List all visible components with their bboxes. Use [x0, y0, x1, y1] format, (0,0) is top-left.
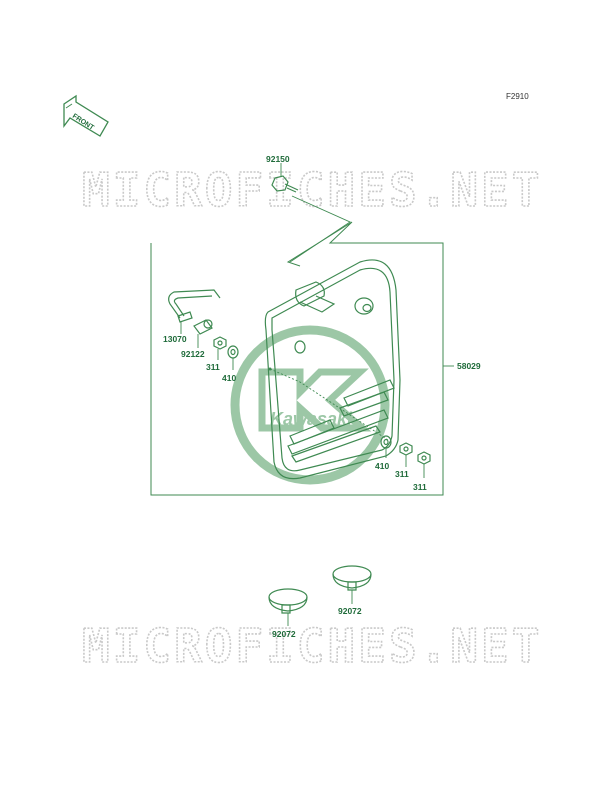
bolt-92150	[271, 175, 299, 193]
washer-410-left	[227, 345, 239, 359]
bolt-leader-zigzag	[289, 195, 351, 263]
nut-311-left	[213, 336, 227, 350]
callout-311-right-1: 311	[395, 469, 409, 479]
callout-311-right-2: 311	[413, 482, 427, 492]
band-92072-upper	[332, 565, 372, 591]
callout-92122: 92122	[181, 349, 205, 359]
nut-311-right-2	[417, 451, 431, 465]
collar-92122	[193, 319, 213, 335]
callout-13070: 13070	[163, 334, 187, 344]
assembly-axis-line	[269, 368, 389, 441]
figure-code: F2910	[506, 92, 529, 101]
callout-410-left: 410	[222, 373, 236, 383]
callout-410-right: 410	[375, 461, 389, 471]
axis-point	[268, 367, 272, 371]
bracket-panel	[264, 259, 401, 480]
callout-92072-upper: 92072	[338, 606, 362, 616]
watermark-top: MICROFICHES.NET	[82, 163, 542, 217]
callout-311-left: 311	[206, 362, 220, 372]
callout-92150: 92150	[266, 154, 290, 164]
nut-311-right-1	[399, 442, 413, 456]
callout-58029: 58029	[457, 361, 481, 371]
band-92072-lower	[268, 588, 308, 614]
front-arrow-icon: FRONT	[63, 94, 109, 137]
frame-break-zigzag	[286, 221, 358, 267]
watermark-bottom: MICROFICHES.NET	[82, 619, 542, 673]
callout-92072-lower: 92072	[272, 629, 296, 639]
assembly-frame	[150, 242, 444, 496]
rod-13070	[168, 289, 221, 323]
